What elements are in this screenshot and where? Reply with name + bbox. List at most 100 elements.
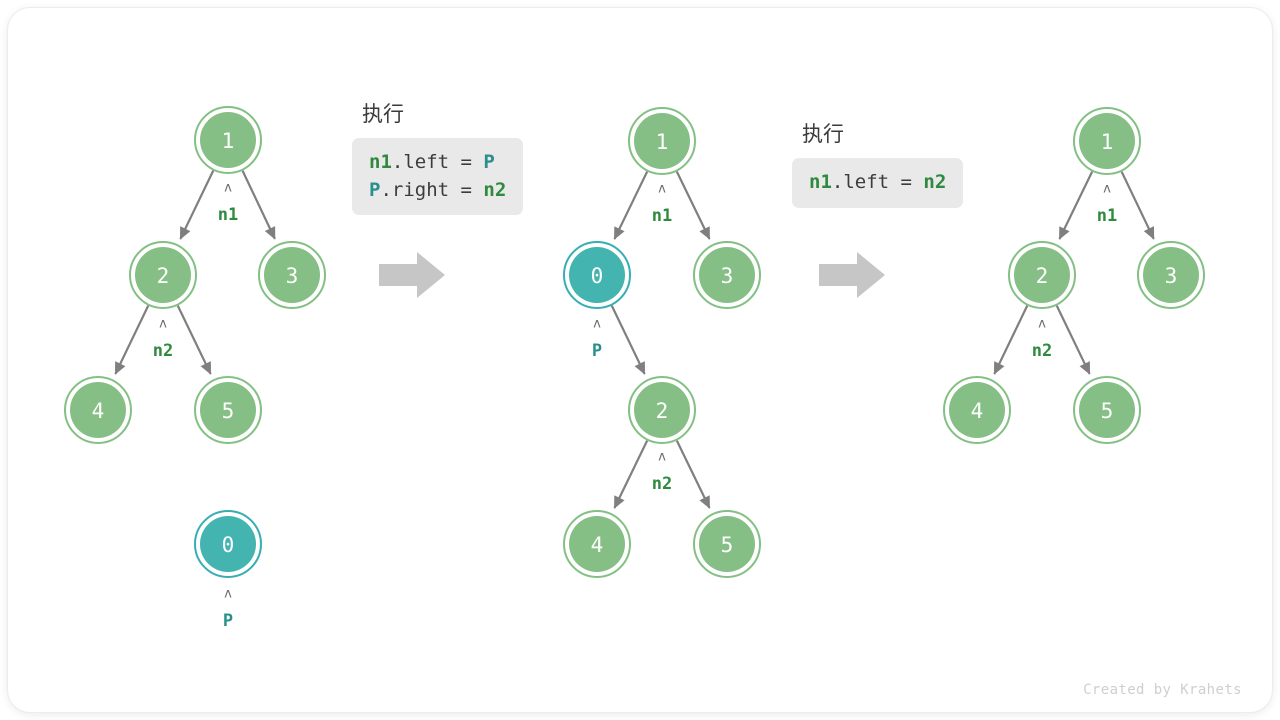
- tree-edge: [613, 171, 649, 240]
- tree-edge: [179, 170, 215, 240]
- tree-edge: [1120, 171, 1155, 240]
- caret-icon: ʌ: [224, 181, 232, 196]
- node-body: [1079, 113, 1135, 169]
- code-block-step-2: n1.left = n2: [792, 158, 964, 208]
- node-value: 1: [656, 130, 669, 154]
- pointer-label: ʌ n1: [218, 181, 238, 226]
- pointer-label: ʌ n2: [652, 450, 672, 495]
- node-body: [569, 247, 625, 303]
- tree-edge: [675, 440, 711, 509]
- node-body: [200, 382, 256, 438]
- node-body: [1014, 247, 1070, 303]
- code-line: n1.left = P: [369, 149, 506, 177]
- caret-icon: ʌ: [593, 317, 601, 332]
- pointer-name: n2: [153, 341, 173, 361]
- node-value: 0: [222, 533, 235, 557]
- node-value: 4: [971, 399, 984, 423]
- tree-node: 1: [1073, 107, 1141, 175]
- tree-node: 3: [693, 241, 761, 309]
- pointer-name: n1: [218, 205, 238, 225]
- node-value: 3: [1165, 264, 1178, 288]
- tree-edge: [176, 305, 212, 375]
- node-body: [634, 382, 690, 438]
- tree-node: 3: [1137, 241, 1205, 309]
- node-body: [200, 112, 256, 168]
- tree-node: 0: [194, 510, 262, 578]
- tree-node: 2: [129, 241, 197, 309]
- node-value: 4: [92, 399, 105, 423]
- code-token: n1: [369, 151, 392, 173]
- tree-edge: [610, 305, 646, 375]
- flow-arrow-icon: [379, 252, 445, 298]
- pointer-label: ʌP: [592, 317, 602, 362]
- tree-node: 2: [628, 376, 696, 444]
- node-value: 5: [222, 399, 235, 423]
- tree-node: 0: [563, 241, 631, 309]
- node-body: [200, 516, 256, 572]
- pointer-label: ʌn1: [1097, 182, 1117, 227]
- tree-edge: [1055, 305, 1091, 375]
- edges-layer: [114, 170, 1155, 509]
- node-body: [264, 247, 320, 303]
- tree-edge: [114, 305, 150, 375]
- watermark: Created by Krahets: [1083, 682, 1242, 698]
- tree-node: 1: [194, 106, 262, 174]
- caret-icon: ʌ: [658, 182, 666, 197]
- tree-edge: [993, 305, 1029, 375]
- nodes-layer: 1 2 3 4 5 0 1 0 3 2 4 5 1 2 3 4 5: [64, 106, 1205, 578]
- tree-node: 2: [1008, 241, 1076, 309]
- flow-arrows-layer: [379, 252, 885, 298]
- node-body: [699, 516, 755, 572]
- tree-edge: [613, 440, 649, 509]
- node-body: [70, 382, 126, 438]
- tree-node: 3: [258, 241, 326, 309]
- tree-node: 4: [943, 376, 1011, 444]
- code-line: P.right = n2: [369, 177, 506, 205]
- tree-node: 4: [563, 510, 631, 578]
- tree-edge: [241, 170, 276, 240]
- code-token: .left =: [831, 171, 924, 193]
- node-value: 5: [721, 533, 734, 557]
- exec-title-step-1: 执行: [362, 102, 404, 126]
- tree-node: 5: [194, 376, 262, 444]
- caret-icon: ʌ: [1038, 317, 1046, 332]
- node-value: 3: [721, 264, 734, 288]
- tree-edge: [1058, 171, 1094, 240]
- code-token: n1: [809, 171, 832, 193]
- code-token: .left =: [391, 151, 484, 173]
- node-value: 1: [222, 129, 235, 153]
- pointer-label: ʌP: [223, 587, 233, 632]
- code-line: n1.left = n2: [809, 169, 946, 197]
- node-value: 0: [591, 264, 604, 288]
- code-token: n2: [483, 178, 507, 201]
- tree-node: 1: [628, 107, 696, 175]
- pointer-name: n2: [1032, 341, 1052, 361]
- exec-title-step-2: 执行: [802, 122, 844, 146]
- tree-edge: [675, 171, 711, 240]
- node-body: [949, 382, 1005, 438]
- node-value: 3: [286, 264, 299, 288]
- flow-arrow-icon: [819, 252, 885, 298]
- node-body: [1079, 382, 1135, 438]
- caret-icon: ʌ: [159, 317, 167, 332]
- pointer-name: n1: [652, 206, 672, 226]
- tree-node: 5: [693, 510, 761, 578]
- node-body: [135, 247, 191, 303]
- pointer-name: n1: [1097, 206, 1117, 226]
- pointer-name: P: [592, 341, 602, 361]
- pointer-label: ʌ n1: [652, 182, 672, 227]
- node-value: 5: [1101, 399, 1114, 423]
- node-value: 2: [1036, 264, 1049, 288]
- code-token: .right =: [380, 178, 484, 201]
- node-value: 2: [656, 399, 669, 423]
- code-token: P: [483, 151, 495, 173]
- caret-icon: ʌ: [658, 450, 666, 465]
- code-token: P: [369, 178, 381, 201]
- tree-node: 5: [1073, 376, 1141, 444]
- pointer-name: n2: [652, 474, 672, 494]
- caret-icon: ʌ: [224, 587, 232, 602]
